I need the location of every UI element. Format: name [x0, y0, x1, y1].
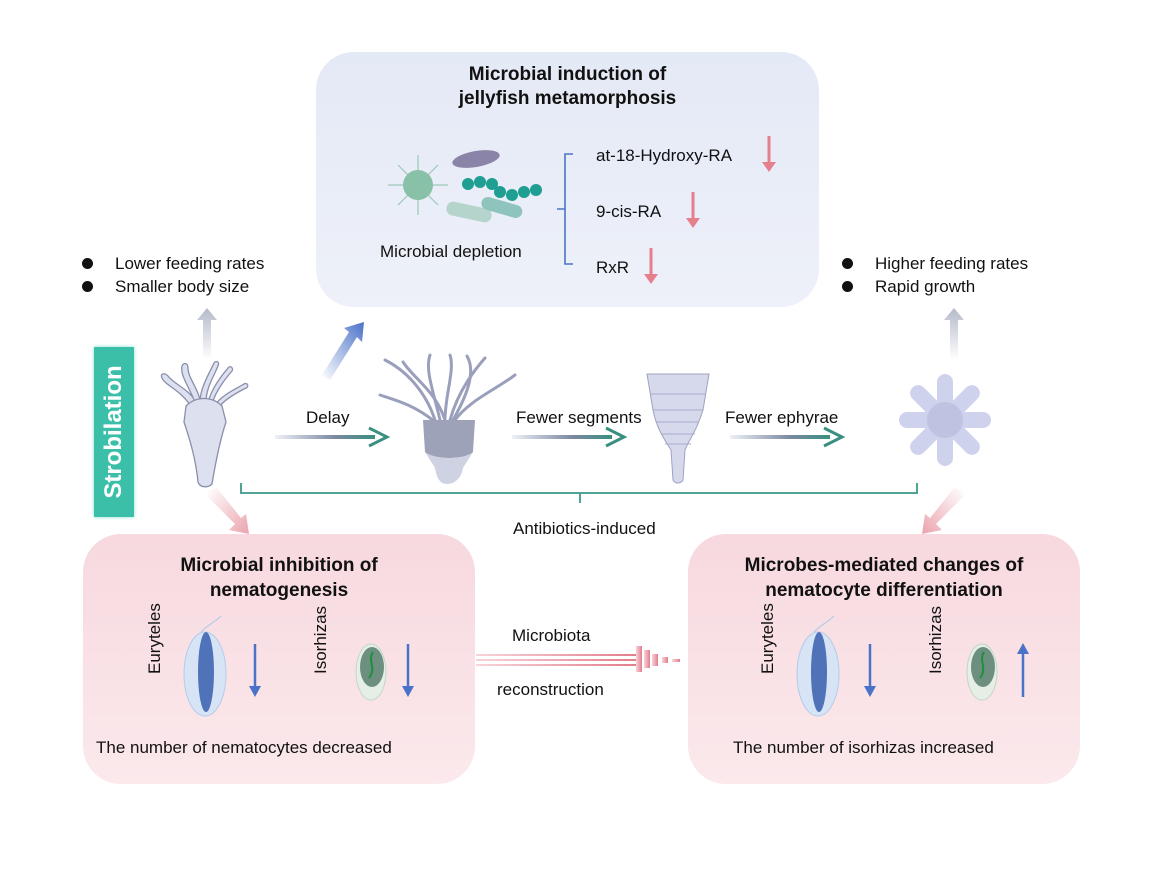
left-outcomes: Lower feeding rates Smaller body size	[82, 252, 264, 298]
down-arrow-icon	[686, 192, 700, 228]
stage-arrow-icon	[512, 426, 628, 448]
differentiation-caption: The number of isorhizas increased	[733, 738, 994, 757]
diagonal-pink-arrow-left-icon	[207, 488, 249, 534]
right-outcomes: Higher feeding rates Rapid growth	[842, 252, 1028, 298]
down-arrow-icon	[249, 644, 261, 697]
polyp-icon	[160, 360, 249, 488]
differentiation-title-1: Microbes-mediated changes of	[744, 555, 1024, 576]
nematogenesis-panel: Microbial inhibition of nematogenesis Eu…	[83, 534, 475, 784]
strobilation-label: Strobilation	[94, 347, 134, 517]
reconstruction-label: reconstruction	[497, 680, 604, 699]
stage-arrow-label: Fewer segments	[516, 408, 642, 427]
cell-label: Euryteles	[758, 603, 777, 674]
factor-label: 9-cis-RA	[596, 202, 662, 221]
outcome-item: Lower feeding rates	[82, 252, 264, 275]
cell-label: Isorhizas	[311, 605, 330, 674]
dashed-arrow-icon	[476, 646, 680, 672]
down-arrow-icon	[762, 136, 776, 172]
stage-arrow-icon	[275, 426, 391, 448]
chain-microbe	[462, 176, 542, 201]
ephyra-icon	[899, 374, 991, 466]
factor-label: at-18-Hydroxy-RA	[596, 146, 733, 165]
stage-arrow-label: Delay	[306, 408, 350, 427]
outcome-item: Smaller body size	[82, 275, 264, 298]
late-strobila-icon	[646, 373, 710, 484]
up-arrow-icon	[1017, 643, 1029, 697]
down-arrow-icon	[402, 644, 414, 697]
nematogenesis-title-2: nematogenesis	[209, 580, 349, 601]
up-arrow-left-icon	[197, 308, 217, 360]
cell-label: Isorhizas	[926, 605, 945, 674]
bullet-icon	[842, 258, 853, 269]
rod-microbe-2	[481, 196, 523, 218]
eurytele-cell-icon	[796, 615, 840, 717]
stage-arrow-label: Fewer ephyrae	[725, 408, 839, 427]
eurytele-cell-icon	[183, 615, 227, 717]
differentiation-panel: Microbes-mediated changes of nematocyte …	[688, 534, 1080, 784]
cell-label: Euryteles	[145, 603, 164, 674]
metamorphosis-panel: Microbial induction of jellyfish metamor…	[316, 52, 819, 307]
metamorphosis-title-1: Microbial induction of	[468, 64, 667, 85]
nematogenesis-caption: The number of nematocytes decreased	[96, 738, 392, 757]
microbiota-label: Microbiota	[512, 626, 591, 645]
down-arrow-icon	[864, 644, 876, 697]
bullet-icon	[842, 281, 853, 292]
bullet-icon	[82, 258, 93, 269]
isorhiza-cell-icon	[355, 643, 387, 701]
factor-label: RxR	[596, 258, 630, 277]
isorhiza-cell-icon	[966, 643, 998, 701]
stage-arrow-icon	[730, 426, 846, 448]
rod-microbe-1	[446, 201, 492, 223]
factor-bracket	[557, 153, 573, 265]
metamorphosis-title-2: jellyfish metamorphosis	[458, 88, 677, 109]
early-strobila-icon	[378, 353, 517, 484]
down-arrow-icon	[644, 248, 658, 284]
antibiotics-bracket	[240, 483, 918, 503]
microbial-depletion-label: Microbial depletion	[380, 242, 522, 261]
differentiation-title-2: nematocyte differentiation	[765, 580, 1003, 601]
outcome-item: Rapid growth	[842, 275, 1028, 298]
up-arrow-right-icon	[944, 308, 964, 360]
bullet-icon	[82, 281, 93, 292]
outcome-item: Higher feeding rates	[842, 252, 1028, 275]
diagonal-pink-arrow-right-icon	[922, 488, 964, 534]
microbes-icon	[388, 150, 542, 223]
diagonal-blue-arrow-icon	[322, 322, 364, 380]
nematogenesis-title-1: Microbial inhibition of	[180, 555, 378, 576]
rod-microbe-top	[452, 150, 500, 168]
antibiotics-induced-label: Antibiotics-induced	[513, 519, 656, 538]
